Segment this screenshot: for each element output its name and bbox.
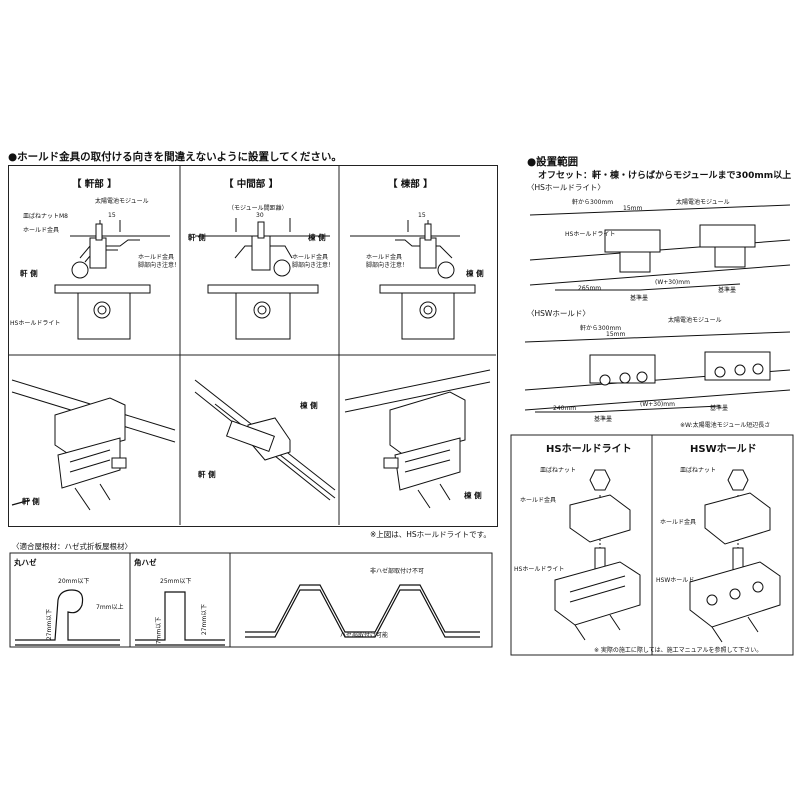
hs-bracket-label: ホールド金具 bbox=[520, 497, 557, 504]
hs-dry-label: HSホールドライト bbox=[565, 231, 616, 238]
hs-w30: (W+30)mm bbox=[655, 279, 690, 286]
hsw-ref-1: 基準墨 bbox=[594, 416, 613, 423]
caution-3a: ホールド金具 bbox=[366, 254, 403, 261]
hs-dry-parts-label: HSホールドライト bbox=[514, 566, 565, 573]
label-ridge-side-2: 棟 側 bbox=[308, 233, 326, 242]
hs-range-label: 〈HSホールドライト〉 bbox=[527, 183, 605, 192]
no-install-note: 非ハゼ部取付け不可 bbox=[370, 568, 425, 575]
hs-ref-1: 基準墨 bbox=[630, 295, 649, 302]
label-eave-side-2: 軒 側 bbox=[188, 233, 206, 242]
label-eave-side-iso2: 軒 側 bbox=[198, 470, 216, 479]
eave-bracket-drawing bbox=[54, 220, 170, 340]
ridge-bracket-drawing bbox=[350, 220, 476, 340]
caution-2a: ホールド金具 bbox=[292, 254, 329, 261]
panel-heading-eave: 【 軒部 】 bbox=[72, 179, 117, 190]
hs-exploded-view bbox=[554, 469, 641, 641]
maru-20mm: 20mm以下 bbox=[58, 578, 90, 585]
hs-parts-title: HSホールドライト bbox=[546, 444, 632, 455]
hsw-range-drawing bbox=[524, 331, 791, 413]
hsw-ref-2: 基準墨 bbox=[710, 405, 729, 412]
hsw-parts-title: HSWホールド bbox=[690, 444, 757, 455]
hs-from-eave: 軒から300mm bbox=[572, 199, 614, 206]
parts-note: ※ 実際の施工に際しては、施工マニュアルを参照して下さい。 bbox=[594, 647, 763, 654]
hsw-range-label: 〈HSWホールド〉 bbox=[527, 309, 590, 318]
caution-1b: 脚部向き注意！ bbox=[138, 262, 181, 269]
hs-range-drawing bbox=[529, 204, 791, 291]
hs-ref-2: 基準墨 bbox=[718, 287, 737, 294]
hs-nut-label: 皿ばねナット bbox=[540, 467, 577, 474]
hs-module: 太陽電池モジュール bbox=[676, 199, 730, 206]
label-ridge-side-3: 棟 側 bbox=[466, 269, 484, 278]
middle-bracket-drawing bbox=[195, 218, 330, 340]
hs-265mm: 265mm bbox=[578, 285, 602, 292]
hsw-15mm: 15mm bbox=[606, 331, 626, 338]
label-module-spacing: （モジュール間距離） bbox=[228, 205, 288, 212]
kaku-7mm: 7mm以下 bbox=[155, 616, 163, 645]
label-solar-module: 太陽電池モジュール bbox=[95, 198, 149, 205]
hsw-nut-label: 皿ばねナット bbox=[680, 467, 717, 474]
eave-iso-drawing bbox=[11, 379, 176, 511]
maru-27mm: 27mm以下 bbox=[46, 608, 54, 641]
kaku-27mm: 27mm以下 bbox=[201, 603, 209, 636]
kaku-haze-profile bbox=[135, 591, 225, 646]
label-hs-hold-dry: HSホールドライト bbox=[10, 320, 61, 327]
label-nut: 皿ばねナットM8 bbox=[23, 213, 68, 220]
maru-7mm: 7mm以上 bbox=[96, 604, 124, 611]
panel-heading-ridge: 【 棟部 】 bbox=[388, 179, 433, 190]
kaku-haze-title: 角ハゼ bbox=[134, 558, 157, 567]
hsw-module: 太陽電池モジュール bbox=[668, 317, 722, 324]
kaku-25mm: 25mm以下 bbox=[160, 578, 192, 585]
dim-30: 30 bbox=[256, 212, 264, 219]
dim-15-a: 15 bbox=[108, 212, 116, 219]
range-title: ●設置範囲 bbox=[527, 156, 579, 168]
caution-1a: ホールド金具 bbox=[138, 254, 175, 261]
label-eave-side-iso1: 軒 側 bbox=[22, 497, 40, 506]
hsw-bracket-label: ホールド金具 bbox=[660, 519, 697, 526]
note-above-is-hs: ※上図は、HSホールドライトです。 bbox=[370, 530, 491, 539]
folded-plate-roof bbox=[245, 584, 480, 638]
hsw-w30: (W+30)mm bbox=[640, 401, 675, 408]
caution-3b: 脚部向き注意！ bbox=[366, 262, 409, 269]
caution-2b: 脚部向き注意！ bbox=[292, 262, 335, 269]
ok-install-note: ハゼ部取付け可能 bbox=[340, 632, 389, 639]
roof-section-title: 〈適合屋根材：ハゼ式折板屋根材〉 bbox=[12, 542, 132, 551]
hsw-exploded-view bbox=[689, 469, 781, 643]
w-note: ※W:太陽電池モジュール短辺長さ bbox=[680, 422, 771, 429]
offset-note: オフセット：軒・棟・けらばからモジュールまで300mm以上 bbox=[538, 171, 792, 181]
hsw-from-eave: 軒から300mm bbox=[580, 325, 622, 332]
label-bracket: ホールド金具 bbox=[23, 227, 60, 234]
maru-haze-title: 丸ハゼ bbox=[14, 558, 37, 567]
dim-15-b: 15 bbox=[418, 212, 426, 219]
label-ridge-side-iso3: 棟 側 bbox=[464, 491, 482, 500]
hs-15mm: 15mm bbox=[623, 205, 643, 212]
hsw-240mm: 240mm bbox=[553, 405, 577, 412]
label-eave-side-1: 軒 側 bbox=[20, 269, 38, 278]
hsw-hold-parts-label: HSWホールド bbox=[656, 577, 695, 584]
label-ridge-side-iso2: 棟 側 bbox=[300, 401, 318, 410]
middle-iso-drawing bbox=[194, 379, 336, 501]
ridge-iso-drawing bbox=[344, 369, 491, 509]
maru-haze-profile bbox=[15, 589, 120, 646]
panel-heading-middle: 【 中間部 】 bbox=[224, 179, 279, 190]
left-section-title: ●ホールド金具の取付ける向きを間違えないように設置してください。 bbox=[8, 151, 342, 163]
